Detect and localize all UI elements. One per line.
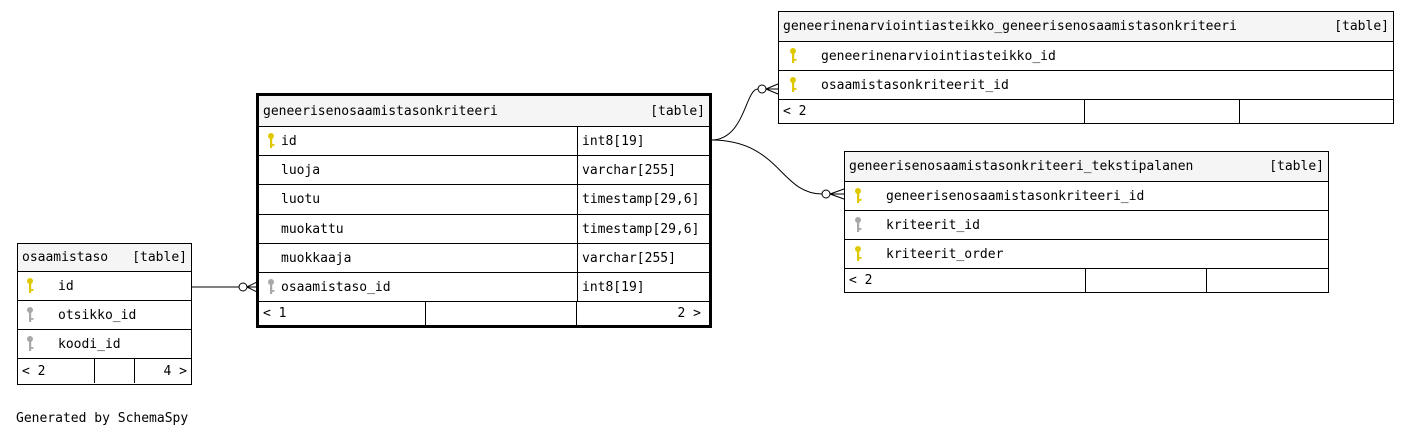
column-row[interactable]: muokkaaja varchar[255]	[259, 244, 709, 273]
column-name: kriteerit_id	[886, 217, 980, 233]
column-type: int8[19]	[577, 127, 709, 155]
table-geneerinenarviointiasteikko-geneerisenosaamistasonkriteeri[interactable]: geneerinenarviointiasteikko_geneerisenos…	[778, 11, 1394, 124]
column-row[interactable]: otsikko_id	[18, 301, 191, 330]
children-count[interactable]	[1240, 100, 1393, 123]
children-count[interactable]	[1207, 269, 1328, 292]
table-kind: [table]	[1334, 19, 1389, 34]
column-type: varchar[255]	[577, 244, 709, 272]
column-type: timestamp[29,6]	[577, 215, 709, 243]
table-footer: < 2 4 >	[18, 359, 191, 383]
foreign-key-icon	[265, 278, 277, 296]
edge-kriteeri-to-asteikko	[710, 83, 779, 141]
table-name: geneerisenosaamistasonkriteeri	[263, 103, 498, 119]
table-footer: < 1 2 >	[259, 302, 709, 325]
generated-by-label: Generated by SchemaSpy	[16, 411, 189, 426]
children-count[interactable]: 4 >	[163, 363, 187, 379]
parents-count[interactable]: < 2	[845, 269, 1086, 292]
children-count[interactable]: 2 >	[677, 306, 701, 321]
parents-count[interactable]: < 2	[18, 359, 95, 383]
table-header: geneerinenarviointiasteikko_geneerisenos…	[779, 12, 1393, 42]
table-header: geneerisenosaamistasonkriteeri_tekstipal…	[845, 152, 1328, 182]
column-name: muokkaaja	[281, 250, 352, 266]
rows-count	[1086, 269, 1207, 292]
column-row[interactable]: koodi_id	[18, 330, 191, 359]
primary-key-icon	[787, 47, 799, 65]
column-name: luotu	[281, 192, 321, 207]
table-kind: [table]	[650, 103, 705, 119]
table-osaamistaso[interactable]: osaamistaso [table] id otsikko_id koodi_…	[17, 243, 192, 385]
column-name: luoja	[281, 162, 321, 178]
edge-kriteeri-to-tekstipalanen	[710, 139, 845, 200]
primary-key-icon	[852, 187, 864, 205]
column-name: koodi_id	[58, 336, 121, 352]
rows-count	[426, 302, 577, 325]
column-name: otsikko_id	[58, 307, 137, 323]
column-row[interactable]: geneerinenarviointiasteikko_id	[779, 42, 1393, 71]
column-row[interactable]: id int8[19]	[259, 127, 709, 156]
table-geneerisenosaamistasonkriteeri-tekstipalanen[interactable]: geneerisenosaamistasonkriteeri_tekstipal…	[844, 151, 1329, 293]
column-type: int8[19]	[577, 273, 709, 301]
column-name: muokattu	[281, 221, 344, 237]
column-type: varchar[255]	[577, 156, 709, 184]
table-name: osaamistaso	[22, 250, 109, 265]
column-row[interactable]: luotu timestamp[29,6]	[259, 185, 709, 215]
foreign-key-icon	[24, 335, 36, 353]
primary-key-icon	[852, 245, 864, 263]
foreign-key-icon	[24, 306, 36, 324]
column-name: osaamistasonkriteerit_id	[821, 77, 1009, 93]
column-row[interactable]: geneerisenosaamistasonkriteeri_id	[845, 182, 1328, 211]
column-row[interactable]: luoja varchar[255]	[259, 156, 709, 185]
table-header: geneerisenosaamistasonkriteeri [table]	[259, 96, 709, 127]
foreign-key-icon	[852, 216, 864, 234]
primary-key-icon	[787, 76, 799, 94]
column-name: id	[281, 133, 297, 149]
rows-count	[95, 359, 135, 383]
table-footer: < 2	[779, 100, 1393, 123]
table-geneerisenosaamistasonkriteeri[interactable]: geneerisenosaamistasonkriteeri [table] i…	[256, 93, 712, 328]
column-row[interactable]: osaamistaso_id int8[19]	[259, 273, 709, 302]
edge-osaamistaso-to-kriteeri	[192, 281, 258, 293]
column-row[interactable]: muokattu timestamp[29,6]	[259, 215, 709, 244]
column-row[interactable]: kriteerit_id	[845, 211, 1328, 240]
parents-count[interactable]: < 1	[259, 302, 426, 325]
table-name: geneerinenarviointiasteikko_geneerisenos…	[783, 19, 1237, 34]
primary-key-icon	[24, 277, 36, 295]
column-row[interactable]: id	[18, 272, 191, 301]
table-name: geneerisenosaamistasonkriteeri_tekstipal…	[849, 159, 1194, 174]
column-name: kriteerit_order	[886, 246, 1004, 262]
column-row[interactable]: osaamistasonkriteerit_id	[779, 71, 1393, 100]
column-name: id	[58, 278, 74, 294]
table-kind: [table]	[1269, 159, 1324, 174]
rows-count	[1085, 100, 1240, 123]
primary-key-icon	[265, 132, 277, 150]
table-kind: [table]	[132, 250, 187, 265]
parents-count[interactable]: < 2	[779, 100, 1085, 123]
column-name: geneerisenosaamistasonkriteeri_id	[886, 188, 1145, 204]
table-footer: < 2	[845, 269, 1328, 292]
column-row[interactable]: kriteerit_order	[845, 240, 1328, 269]
table-header: osaamistaso [table]	[18, 244, 191, 272]
column-type: timestamp[29,6]	[577, 185, 709, 214]
column-name: osaamistaso_id	[281, 279, 391, 295]
column-name: geneerinenarviointiasteikko_id	[821, 48, 1056, 64]
